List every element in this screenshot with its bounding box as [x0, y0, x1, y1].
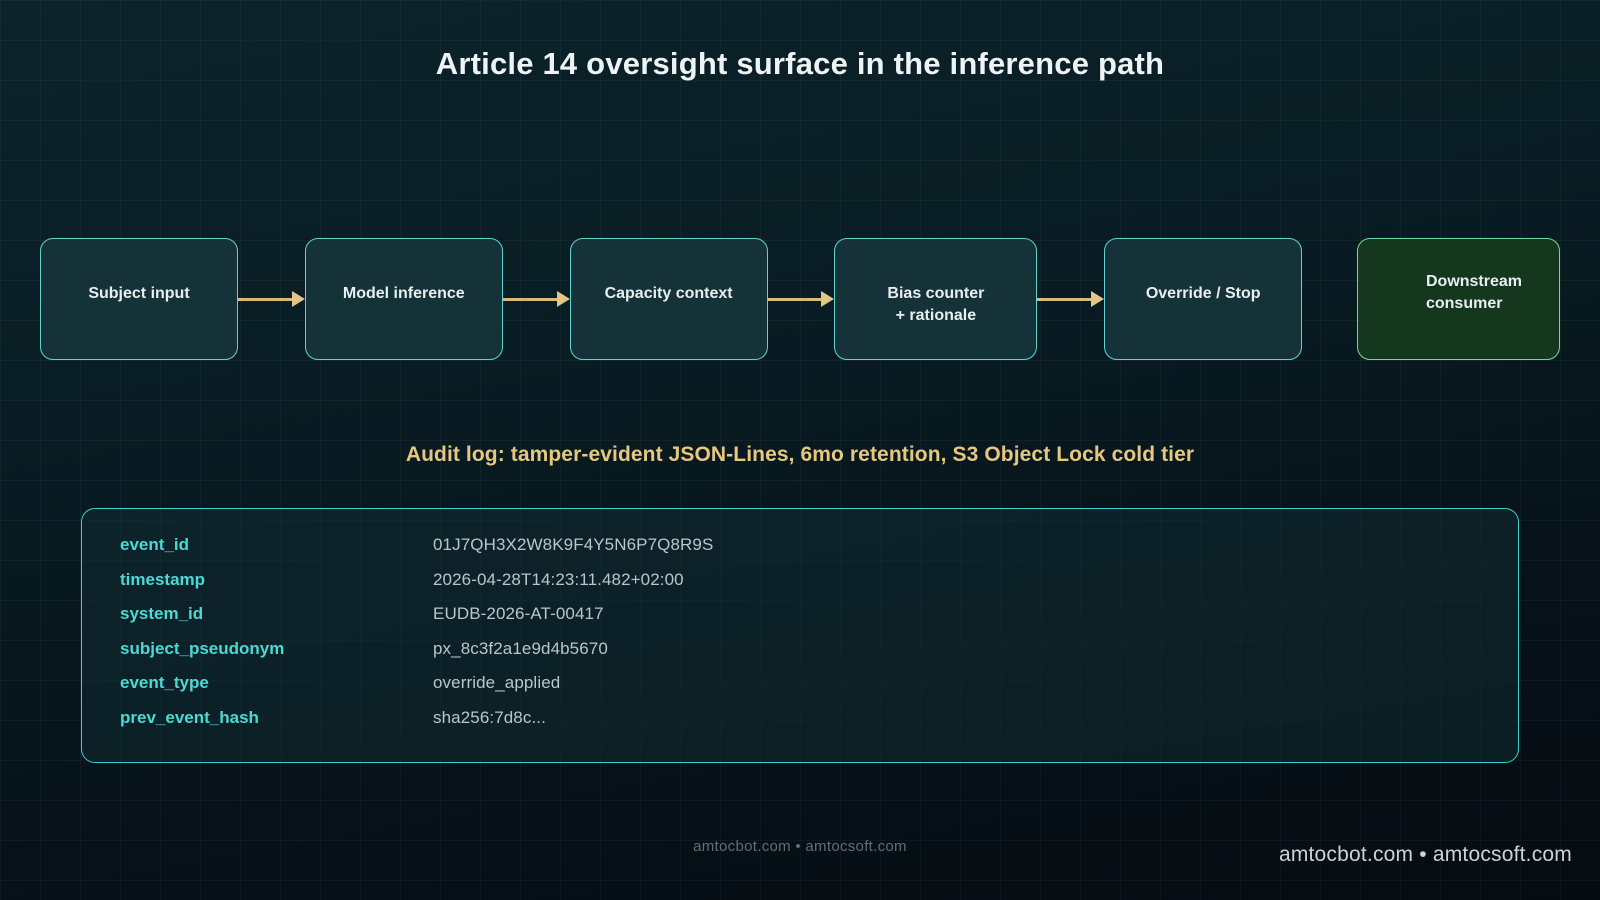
flow-node-label: Downstream consumer	[1425, 273, 1523, 312]
oversight-flow-diagram: Subject input Model inference Capacity c…	[40, 238, 1560, 360]
flow-node-bias-counter: Bias counter+ rationale	[834, 238, 1038, 360]
record-value: 01J7QH3X2W8K9F4Y5N6P7Q8R9S	[433, 535, 714, 554]
flow-node-subject-input: Subject input	[40, 238, 238, 360]
flow-node-downstream-consumer: Downstream consumer	[1356, 238, 1560, 360]
record-row: system_id EUDB-2026-AT-00417	[120, 604, 1518, 639]
flow-node-label: Override / Stop	[1145, 285, 1261, 302]
arrow-head	[821, 291, 835, 307]
record-key: subject_pseudonym	[120, 638, 285, 658]
record-value: override_applied	[433, 673, 561, 692]
arrow-right-icon	[767, 238, 835, 360]
flow-node-capacity-context: Capacity context	[569, 238, 768, 360]
arrow-right-icon	[238, 238, 305, 360]
record-key: system_id	[120, 604, 204, 623]
arrow-head	[556, 291, 570, 307]
record-row: subject_pseudonym px_8c3f2a1e9d4b5670	[120, 639, 1518, 674]
record-value: 2026-04-28T14:23:11.482+02:00	[433, 569, 684, 589]
arrow-head	[1091, 291, 1105, 307]
flow-node-label: Subject input	[88, 285, 190, 302]
record-row: event_type override_applied	[120, 673, 1518, 708]
record-row: prev_event_hash sha256:7d8c...	[120, 708, 1518, 743]
record-row: event_id 01J7QH3X2W8K9F4Y5N6P7Q8R9S	[120, 535, 1518, 570]
arrow-right-icon	[502, 238, 570, 360]
record-key: timestamp	[120, 569, 206, 589]
record-value: px_8c3f2a1e9d4b5670	[433, 638, 608, 658]
flow-node-label: Model inference	[342, 285, 465, 302]
record-key: event_id	[120, 535, 189, 554]
record-value: sha256:7d8c...	[433, 707, 546, 727]
flow-node-label: Capacity context	[604, 285, 733, 302]
arrow-head	[291, 291, 305, 307]
page-title: Article 14 oversight surface in the infe…	[435, 46, 1165, 81]
record-key: prev_event_hash	[120, 707, 259, 727]
flow-spacer	[1302, 238, 1357, 360]
audit-log-caption: Audit log: tamper-evident JSON-Lines, 6m…	[405, 443, 1195, 466]
arrow-line	[1037, 297, 1093, 301]
footer-attribution-center: amtocbot.com • amtocsoft.com	[693, 838, 907, 855]
audit-record-panel: event_id 01J7QH3X2W8K9F4Y5N6P7Q8R9S time…	[81, 508, 1519, 763]
record-value: EUDB-2026-AT-00417	[433, 604, 604, 623]
record-key: event_type	[120, 673, 209, 692]
arrow-line	[767, 297, 823, 301]
flow-node-override-stop: Override / Stop	[1104, 238, 1303, 360]
flow-node-label: Bias counter+ rationale	[887, 285, 985, 324]
arrow-line	[502, 297, 558, 301]
record-row: timestamp 2026-04-28T14:23:11.482+02:00	[120, 570, 1518, 605]
flow-node-model-inference: Model inference	[304, 238, 503, 360]
footer-attribution-right: amtocbot.com • amtocsoft.com	[1278, 843, 1572, 866]
arrow-right-icon	[1037, 238, 1105, 360]
arrow-line	[238, 297, 293, 301]
